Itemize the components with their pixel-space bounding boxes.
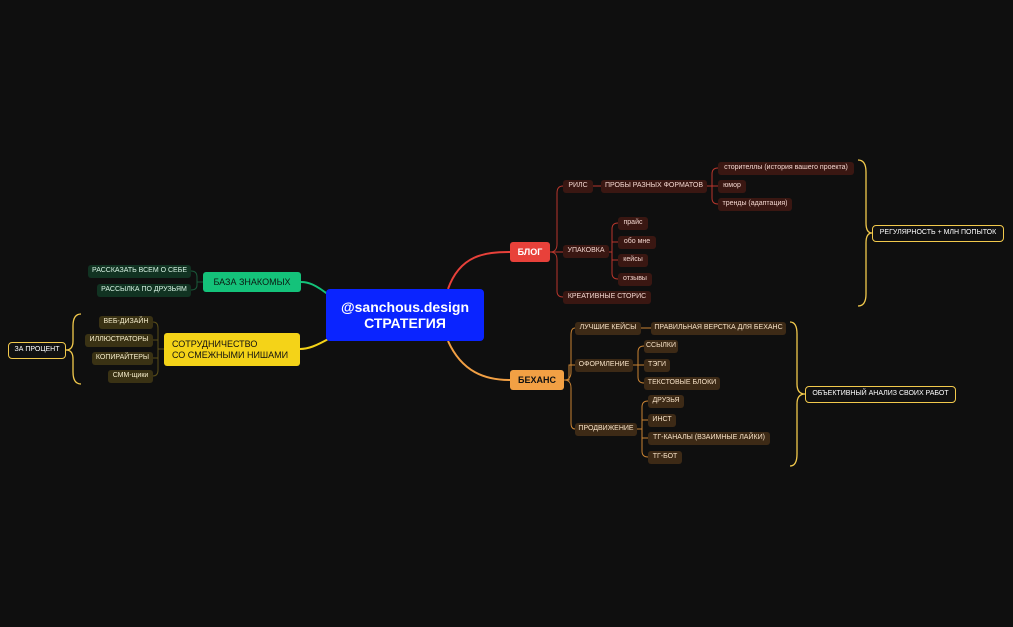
link-blog-reels [549, 185, 564, 253]
link-promo-item4 [637, 428, 649, 458]
coop-item-web-design[interactable]: ВЕБ-ДИЗАЙН [99, 316, 153, 329]
design-node[interactable]: ОФОРМЛЕНИЕ [575, 359, 633, 372]
coop-item-illustrators[interactable]: ИЛЛЮСТРАТОРЫ [85, 334, 153, 347]
contacts-item-tell-all[interactable]: РАССКАЗАТЬ ВСЕМ О СЕБЕ [88, 265, 191, 278]
best-cases-node[interactable]: ЛУЧШИЕ КЕЙСЫ [575, 322, 641, 335]
link-contacts-item2 [190, 281, 203, 291]
brace-coop [65, 313, 82, 385]
packaging-node[interactable]: УПАКОВКА [563, 245, 609, 258]
format-item-humor[interactable]: юмор [718, 180, 746, 193]
formats-node[interactable]: ПРОБЫ РАЗНЫХ ФОРМАТОВ [601, 180, 707, 193]
link-formats-item1 [707, 167, 719, 187]
format-item-storytelling[interactable]: сторителлы (история вашего проекта) [718, 162, 854, 175]
behance-branch[interactable]: БЕХАНС [510, 370, 564, 390]
coop-branch-line1: СОТРУДНИЧЕСТВО [172, 339, 258, 350]
design-item-tags[interactable]: ТЭГИ [644, 359, 670, 372]
link-design-item3 [633, 364, 645, 384]
packaging-item-price[interactable]: прайс [618, 217, 648, 230]
coop-branch-line2: СО СМЕЖНЫМИ НИШАМИ [172, 349, 289, 360]
link-formats-item3 [707, 185, 719, 205]
packaging-item-about[interactable]: обо мне [618, 236, 656, 249]
link-center-blog [447, 251, 511, 290]
link-coop-item2 [153, 339, 164, 350]
link-behance-design [564, 364, 575, 381]
behance-note[interactable]: ОБЪЕКТИВНЫЙ АНАЛИЗ СВОИХ РАБОТ [805, 386, 956, 403]
coop-item-smm[interactable]: СММ-щики [108, 370, 153, 383]
link-design-item1 [633, 345, 645, 366]
brace-behance [789, 321, 806, 467]
link-pack-item2 [609, 241, 618, 253]
contacts-item-mailing[interactable]: РАССЫЛКА ПО ДРУЗЬЯМ [97, 284, 191, 297]
design-item-text-blocks[interactable]: ТЕКСТОВЫЕ БЛОКИ [644, 377, 720, 390]
packaging-item-reviews[interactable]: отзывы [618, 273, 652, 286]
link-promo-item1 [637, 400, 649, 430]
blog-note[interactable]: РЕГУЛЯРНОСТЬ + МЛН ПОПЫТОК [872, 225, 1004, 242]
link-center-behance [447, 340, 511, 381]
promotion-item-inst[interactable]: ИНСТ [648, 414, 676, 427]
link-pack-item4 [609, 251, 619, 280]
link-coop-item1 [152, 321, 164, 350]
packaging-item-cases[interactable]: кейсы [618, 254, 648, 267]
reels-node[interactable]: РИЛС [563, 180, 593, 193]
coop-branch[interactable]: СОТРУДНИЧЕСТВО СО СМЕЖНЫМИ НИШАМИ [164, 333, 300, 366]
contacts-branch[interactable]: БАЗА ЗНАКОМЫХ [203, 272, 301, 292]
link-contacts-item1 [190, 270, 203, 283]
format-item-trends[interactable]: тренды (адаптация) [718, 198, 792, 211]
best-cases-item[interactable]: ПРАВИЛЬНАЯ ВЕРСТКА ДЛЯ БЕХАНС [651, 322, 786, 335]
link-center-coop [299, 337, 331, 350]
promotion-item-friends[interactable]: ДРУЗЬЯ [648, 395, 684, 408]
link-pack-item1 [609, 222, 619, 253]
central-topic[interactable]: @sanchous.design СТРАТЕГИЯ [326, 289, 484, 341]
link-promo-item2 [637, 419, 648, 430]
promotion-node[interactable]: ПРОДВИЖЕНИЕ [575, 423, 637, 436]
link-blog-stories [549, 251, 564, 298]
link-behance-promotion [563, 379, 576, 430]
coop-item-copywriters[interactable]: КОПИРАЙТЕРЫ [92, 352, 153, 365]
promotion-item-tg-channels[interactable]: ТГ-КАНАЛЫ (ВЗАИМНЫЕ ЛАЙКИ) [648, 432, 770, 445]
brace-blog [857, 159, 873, 307]
link-pack-item3 [609, 251, 618, 261]
central-topic-line2: СТРАТЕГИЯ [364, 315, 446, 331]
stories-node[interactable]: КРЕАТИВНЫЕ СТОРИС [563, 291, 651, 304]
design-item-links[interactable]: ССЫЛКИ [644, 340, 678, 353]
link-behance-best [563, 327, 576, 381]
blog-branch[interactable]: БЛОГ [510, 242, 550, 262]
promotion-item-tg-bot[interactable]: ТГ-БОТ [648, 451, 682, 464]
coop-note[interactable]: ЗА ПРОЦЕНТ [8, 342, 66, 359]
link-coop-item4 [152, 348, 164, 377]
central-topic-line1: @sanchous.design [340, 298, 469, 315]
